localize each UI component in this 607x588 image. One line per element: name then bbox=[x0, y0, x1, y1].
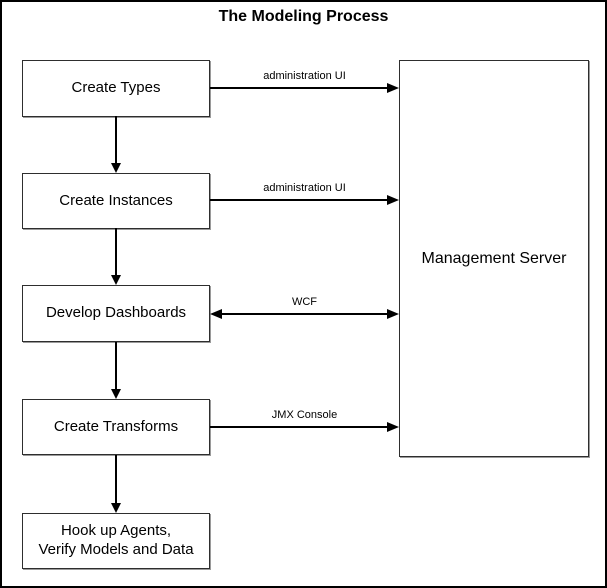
step-box-hook-up-agents: Hook up Agents, Verify Models and Data bbox=[22, 513, 210, 569]
arrowhead-right-icon bbox=[387, 309, 399, 319]
arrowhead-down-icon bbox=[111, 389, 121, 399]
step-label: Create Instances bbox=[59, 191, 173, 209]
diagram-title: The Modeling Process bbox=[218, 8, 389, 25]
step-label: Develop Dashboards bbox=[45, 304, 187, 322]
connection-line-wcf bbox=[221, 313, 388, 315]
arrowhead-down-icon bbox=[111, 163, 121, 173]
flow-arrow-line-1 bbox=[115, 116, 117, 164]
step-box-create-transforms: Create Transforms bbox=[22, 399, 210, 455]
step-box-create-types: Create Types bbox=[22, 60, 210, 117]
step-box-create-instances: Create Instances bbox=[22, 173, 210, 229]
connection-line-administration-ui-2 bbox=[210, 199, 388, 201]
connection-line-administration-ui-1 bbox=[210, 87, 388, 89]
arrowhead-right-icon bbox=[387, 422, 399, 432]
step-label: Create Types bbox=[71, 79, 161, 97]
arrowhead-left-icon bbox=[210, 309, 222, 319]
step-label: Hook up Agents, Verify Models and Data bbox=[38, 522, 194, 558]
connection-label: WCF bbox=[291, 296, 318, 308]
arrowhead-right-icon bbox=[387, 195, 399, 205]
flow-arrow-line-2 bbox=[115, 228, 117, 276]
arrowhead-down-icon bbox=[111, 275, 121, 285]
connection-label: JMX Console bbox=[271, 409, 338, 421]
server-box: Management Server bbox=[399, 60, 589, 457]
connection-label: administration UI bbox=[263, 70, 346, 82]
server-label: Management Server bbox=[421, 249, 567, 267]
connection-line-jmx-console bbox=[210, 426, 388, 428]
flow-arrow-line-3 bbox=[115, 342, 117, 390]
step-box-develop-dashboards: Develop Dashboards bbox=[22, 285, 210, 342]
arrowhead-right-icon bbox=[387, 83, 399, 93]
arrowhead-down-icon bbox=[111, 503, 121, 513]
step-label: Create Transforms bbox=[53, 417, 179, 435]
flow-arrow-line-4 bbox=[115, 455, 117, 504]
connection-label: administration UI bbox=[263, 182, 346, 194]
